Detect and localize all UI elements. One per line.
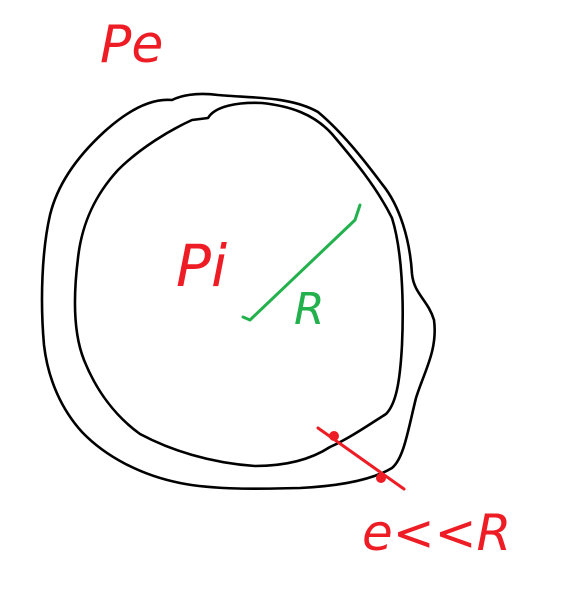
radius-label: R	[294, 284, 325, 335]
outer-wall-outline	[40, 92, 436, 491]
inner-wall-outline	[73, 101, 404, 468]
external-pressure-label: Pe	[100, 15, 163, 75]
wall-thickness-label: e<<R	[362, 504, 511, 562]
wall-thickness-dot-outer	[376, 473, 386, 483]
internal-pressure-label: Pi	[176, 232, 227, 300]
wall-thickness-dot-inner	[329, 431, 339, 441]
radius-line	[241, 203, 362, 322]
